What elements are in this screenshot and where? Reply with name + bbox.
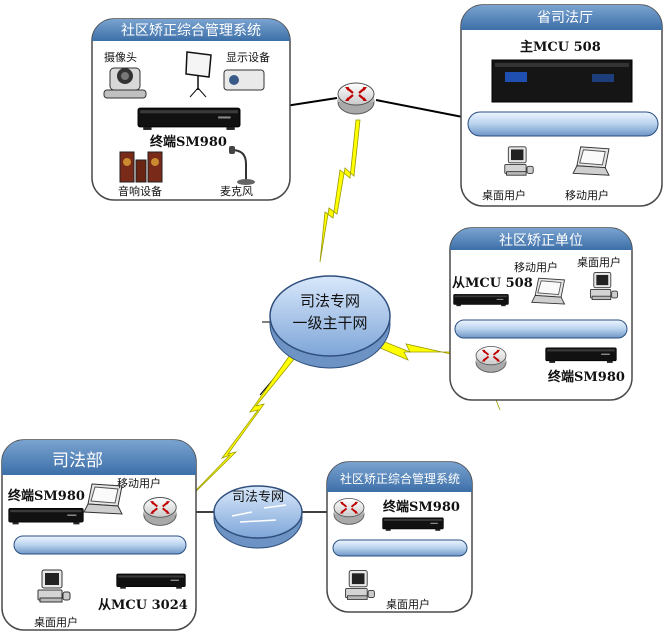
community-unit-box: 社区矫正单位 从MCU 508 移动用户 桌面用户 终端SM980 bbox=[449, 227, 633, 401]
terminal-device-icon bbox=[382, 517, 444, 532]
provincial-bureau-box: 省司法厅 主MCU 508 桌面用户 移动用户 bbox=[460, 4, 663, 207]
ministry-mobile-label: 移动用户 bbox=[117, 476, 161, 490]
wan-link-provincial bbox=[319, 119, 361, 263]
backbone-line1: 司法专网 bbox=[300, 292, 360, 310]
bottom-terminal-label: 终端SM980 bbox=[383, 499, 460, 515]
main-mcu-icon bbox=[491, 59, 633, 103]
router-icon bbox=[336, 81, 376, 116]
unit-title: 社区矫正单位 bbox=[499, 233, 583, 249]
ministry-box: 司法部 终端SM980 移动用户 从MCU 3024 桌面用户 bbox=[1, 439, 197, 631]
ministry-terminal-label: 终端SM980 bbox=[8, 488, 85, 504]
ministry-desktop-label: 桌面用户 bbox=[34, 615, 78, 629]
display-label: 显示设备 bbox=[226, 50, 270, 64]
terminal-label: 终端SM980 bbox=[150, 134, 227, 150]
community-bottom-title: 社区矫正综合管理系统 bbox=[340, 471, 460, 486]
router-icon bbox=[475, 345, 507, 374]
terminal-device-icon bbox=[8, 507, 84, 525]
audio-label: 音响设备 bbox=[118, 184, 162, 198]
ministry-title: 司法部 bbox=[52, 451, 103, 471]
microphone-icon bbox=[229, 146, 255, 185]
private-network: 司法专网 bbox=[213, 485, 303, 549]
lan-bus bbox=[467, 111, 659, 137]
wan-link-ministry bbox=[174, 354, 296, 513]
mobile-label: 移动用户 bbox=[565, 188, 609, 202]
desktop-label: 桌面用户 bbox=[482, 188, 526, 202]
ministry-mcu-label: 从MCU 3024 bbox=[98, 598, 188, 613]
mic-label: 麦克风 bbox=[220, 185, 253, 198]
unit-desktop-label: 桌面用户 bbox=[577, 255, 621, 269]
camera-icon bbox=[103, 67, 147, 99]
lan-bus bbox=[332, 539, 468, 557]
provincial-title: 省司法厅 bbox=[537, 10, 593, 26]
community-top-title: 社区矫正综合管理系统 bbox=[121, 23, 261, 39]
community-system-top: 社区矫正综合管理系统 摄像头 显示设备 终端SM980 音响设备 bbox=[91, 18, 291, 201]
terminal-device-icon bbox=[545, 347, 617, 364]
terminal-device-icon bbox=[137, 107, 241, 131]
unit-mobile-label: 移动用户 bbox=[514, 260, 558, 274]
router-icon bbox=[142, 496, 178, 527]
private-net-label: 司法专网 bbox=[232, 490, 284, 505]
lan-bus bbox=[454, 319, 628, 339]
slave-mcu-icon bbox=[453, 294, 509, 307]
backbone-line2: 一级主干网 bbox=[292, 314, 367, 332]
community-system-bottom: 社区矫正综合管理系统 终端SM980 桌面用户 bbox=[326, 461, 473, 613]
lan-bus bbox=[13, 535, 187, 555]
speaker-icon bbox=[119, 151, 163, 183]
camera-label: 摄像头 bbox=[104, 50, 137, 64]
display-icon bbox=[185, 51, 265, 98]
slave-mcu-label: 从MCU 508 bbox=[452, 276, 533, 291]
unit-terminal-label: 终端SM980 bbox=[548, 369, 625, 385]
backbone-network: 司法专网 一级主干网 bbox=[269, 275, 391, 369]
main-mcu-label: 主MCU 508 bbox=[520, 39, 601, 55]
bottom-desktop-label: 桌面用户 bbox=[386, 597, 430, 611]
slave-mcu-icon bbox=[116, 573, 186, 590]
router-icon bbox=[333, 497, 365, 526]
